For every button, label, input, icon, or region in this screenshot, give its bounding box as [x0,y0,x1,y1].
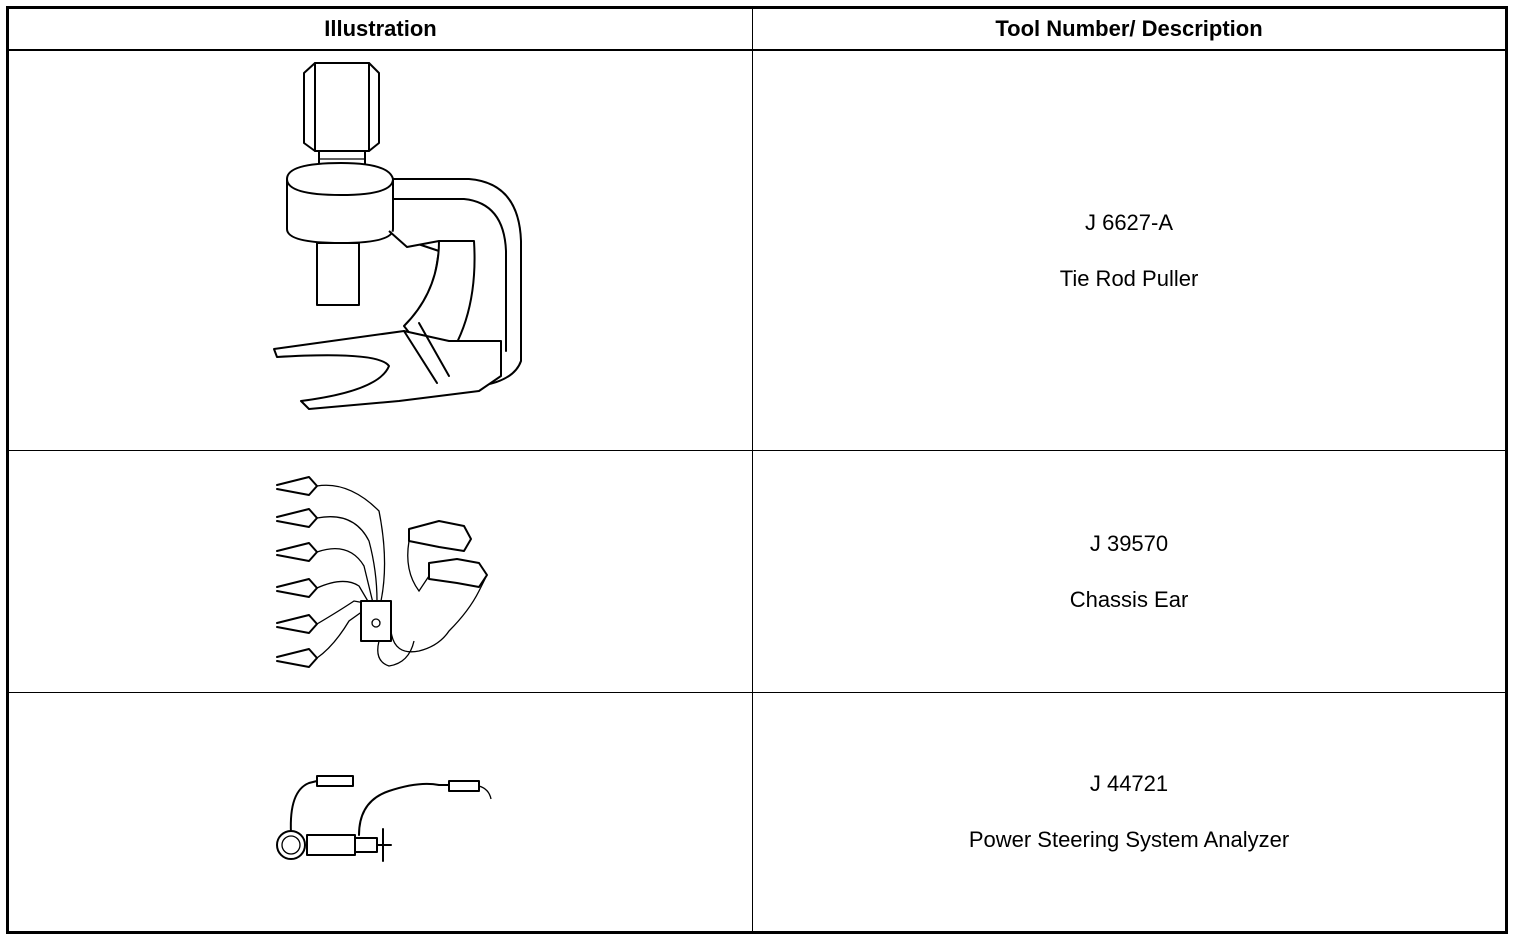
description-cell: J 39570 Chassis Ear [753,451,1505,692]
tool-number: J 44721 [1089,771,1169,796]
header-illustration: Illustration [9,9,753,49]
chassis-ear-icon [276,476,488,668]
tool-description: Chassis Ear [1069,586,1189,612]
illustration-cell [9,693,753,931]
power-steering-analyzer-icon [276,775,492,862]
tool-number: J 6627-A [1084,209,1174,235]
table-header-row: Illustration Tool Number/ Description [9,9,1505,51]
tool-table: Illustration Tool Number/ Description [6,6,1508,934]
tie-rod-puller-icon [273,62,522,410]
tool-description: Tie Rod Puller [1059,265,1199,291]
header-tool-description: Tool Number/ Description [995,16,1263,41]
illustration-cell [9,51,753,450]
table-row: J 39570 Chassis Ear [9,451,1505,693]
tool-number: J 39570 [1089,530,1169,556]
illustration-cell [9,451,753,692]
tool-description: Power Steering System Analyzer [968,827,1290,852]
table-row: J 6627-A Tie Rod Puller [9,51,1505,451]
table-row: J 44721 Power Steering System Analyzer [9,693,1505,931]
description-cell: J 6627-A Tie Rod Puller [753,51,1505,450]
description-cell: J 44721 Power Steering System Analyzer [753,693,1505,931]
